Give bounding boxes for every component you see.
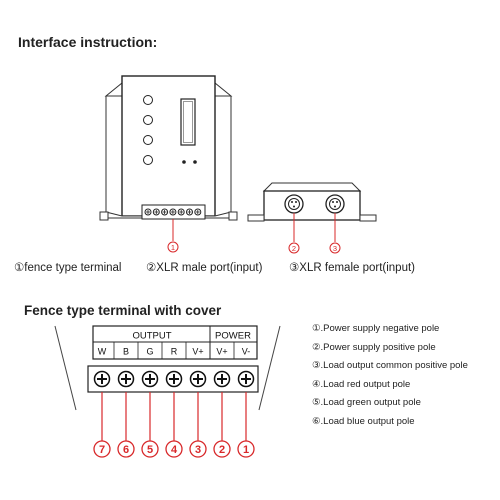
legend-item-2: ②.Power supply positive pole [312,341,436,353]
callout-1 [167,241,179,253]
top-terminal-screw [169,208,177,216]
legend-item-6: ⑥.Load blue output pole [312,415,415,427]
callout-2-text: 2 [292,244,296,253]
callout-2 [288,242,300,254]
callout-3 [329,242,341,254]
number-callout: 4 [165,440,183,458]
number-callout: 1 [237,440,255,458]
number-callout-text: 6 [123,444,129,456]
terminal-screw [189,370,207,388]
pole-legend: ①.Power supply negative pole ②.Power sup… [312,320,468,431]
xlr-male-label: ②XLR male port(input) [146,262,263,274]
xlr-female-port [325,194,345,214]
number-callout: 7 [93,440,111,458]
panel-button-2 [143,115,153,125]
xlr-box [247,182,377,222]
panel-button-4 [143,155,153,165]
pin-label: V+ [192,347,203,357]
number-callout-text: 7 [99,444,105,456]
callout-3-text: 3 [333,244,337,253]
panel-display [180,98,196,146]
top-terminal-screw [152,208,160,216]
terminal-screw [141,370,159,388]
legend-item-5: ⑤.Load green output pole [312,397,421,408]
terminal-screw [117,370,135,388]
legend-item-4: ④.Load red output pole [312,378,411,390]
indicator-led-2 [193,160,197,164]
pin-label: G [146,347,153,357]
terminal-screws-row [93,370,255,388]
number-callout: 3 [189,440,207,458]
terminal-screw [165,370,183,388]
fence-terminal-label: ①fence type terminal [14,262,122,274]
pin-label: V- [242,347,251,357]
xlr-male-port [284,194,304,214]
number-callout-text: 5 [147,444,153,456]
top-terminal-screw [186,208,193,216]
top-callouts: 1 2 3 [167,213,341,254]
pin-labels: W B G R V+ V+ V- [98,342,251,359]
indicator-led-1 [182,160,186,164]
pin-label: B [123,347,129,357]
legend-item-1: ①.Power supply negative pole [312,323,440,334]
callout-1-text: 1 [171,243,175,252]
number-callout: 2 [213,440,231,458]
terminal-screws [144,208,202,216]
top-terminal-screw [161,208,169,216]
number-callout-text: 4 [171,444,178,456]
top-terminal-screw [177,208,185,216]
panel-button-1 [143,95,153,105]
pin-label: R [171,347,178,357]
controller-device [99,75,238,221]
terminal-screw [93,370,111,388]
interface-instruction-title: Interface instruction: [18,34,158,50]
number-callout-text: 2 [219,444,225,456]
legend-item-3: ③.Load output common positive pole [312,360,468,371]
number-callout-text: 1 [243,444,249,456]
number-callout: 6 [117,440,135,458]
terminal-cover-title: Fence type terminal with cover [24,303,222,318]
number-callout: 5 [141,440,159,458]
top-terminal-screw [194,208,202,216]
power-group-label: POWER [215,331,251,342]
terminal-screw [237,370,255,388]
terminal-number-callouts: 7 6 5 4 3 2 1 [93,392,255,458]
terminal-cover-diagram: OUTPUT POWER W B G R V+ V+ V- 7 6 5 4 3 2 1 [54,325,281,458]
pin-label: W [98,347,107,357]
top-terminal-screw [144,208,152,216]
pin-label: V+ [216,347,227,357]
terminal-screw [213,370,231,388]
panel-button-3 [143,135,153,145]
output-group-label: OUTPUT [132,331,171,342]
xlr-female-label: ③XLR female port(input) [289,262,416,274]
number-callout-text: 3 [195,444,201,456]
